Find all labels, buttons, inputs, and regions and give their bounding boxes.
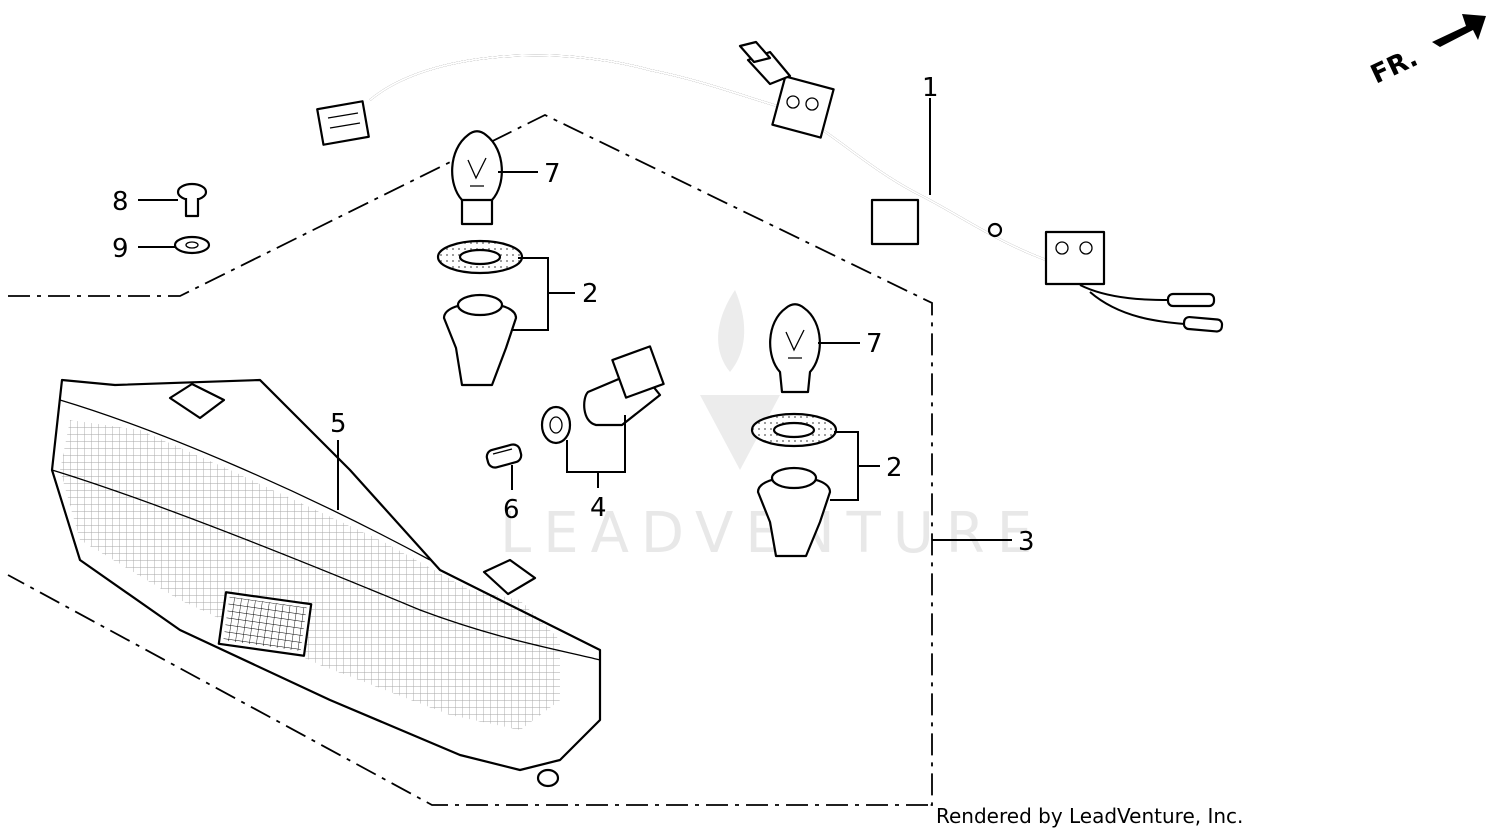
part-washer [173,235,211,255]
front-label: FR. [1366,43,1422,91]
callout-2b: 2 [886,453,903,483]
callout-1: 1 [922,73,939,103]
part-small-bulb [485,443,523,469]
part-small-socket [540,345,665,445]
front-direction-indicator: FR. [1366,14,1486,90]
callouts: 1 2 2 3 4 5 6 7 7 8 9 [112,73,1035,557]
credit-text: Rendered by LeadVenture, Inc. [936,804,1243,828]
callout-7b: 7 [866,329,883,359]
callout-6: 6 [503,495,520,525]
part-bulb-upper [451,130,503,226]
part-wire-harness [316,40,1224,333]
assembly-boundary [7,113,933,806]
callout-4: 4 [590,493,607,523]
callout-2a: 2 [582,279,599,309]
callout-3: 3 [1018,527,1035,557]
part-screw [176,182,208,218]
callout-5: 5 [330,409,347,439]
part-bulb-lower [769,303,821,394]
part-socket-lower [756,466,832,558]
leader-lines [138,98,1012,541]
part-lamp-lens [50,378,602,788]
callout-9: 9 [112,234,129,264]
front-arrow-icon [1432,14,1486,47]
callout-8: 8 [112,187,129,217]
part-socket-upper [442,293,518,387]
callout-7a: 7 [544,159,561,189]
